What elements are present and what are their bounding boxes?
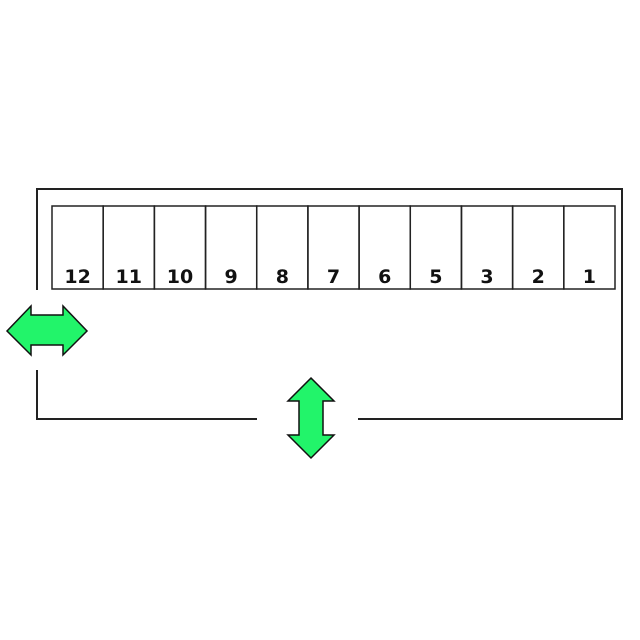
stall-number: 8 [276,266,289,288]
lot-boundary [36,188,623,420]
boundary-top-right [36,188,623,420]
boundary-bottom-left [36,370,257,420]
stall-number: 12 [64,266,90,288]
stall-number: 6 [378,266,391,288]
stall-number: 9 [225,266,238,288]
stall-number: 5 [429,266,442,288]
horizontal-double-arrow-icon [5,304,89,357]
stall-number: 3 [480,266,493,288]
parking-stalls: 12 11 10 9 8 7 6 5 3 2 1 [51,205,616,290]
stall-number: 1 [583,266,596,288]
stall-number: 11 [116,266,142,288]
vertical-double-arrow-icon [286,376,336,460]
stall-number: 2 [532,266,545,288]
stall-number: 7 [327,266,340,288]
stall-number: 10 [167,266,193,288]
parking-stall [563,205,616,290]
